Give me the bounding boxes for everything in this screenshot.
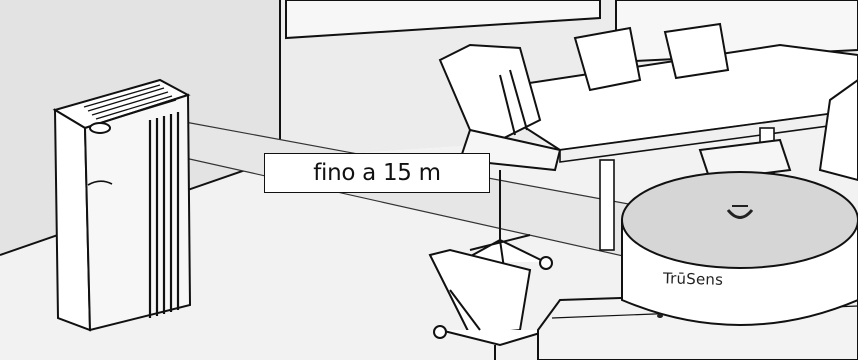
air-quality-sensor bbox=[622, 172, 858, 325]
air-purifier bbox=[55, 80, 190, 330]
range-label: fino a 15 m bbox=[264, 153, 490, 193]
sensor-brand-label: TrūSens bbox=[663, 269, 724, 289]
